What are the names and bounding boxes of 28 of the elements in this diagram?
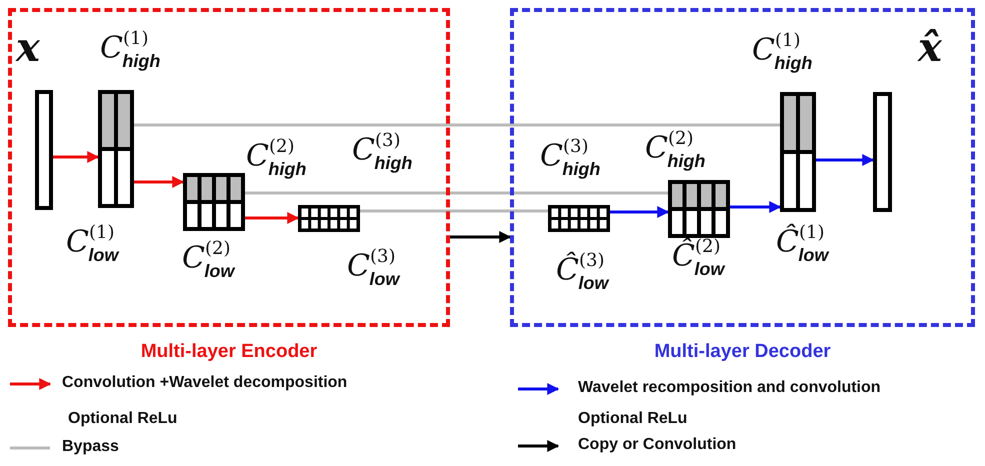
- arrow: [450, 231, 512, 243]
- legend-text: Bypass: [62, 438, 119, 456]
- arrow: [134, 176, 184, 188]
- feature-map-block: [780, 92, 816, 212]
- signal-bar: [873, 92, 892, 212]
- arrow: [816, 154, 874, 166]
- bypass-line: [245, 192, 668, 194]
- arrow: [53, 151, 100, 163]
- group-title: Multi-layer Encoder: [140, 341, 318, 363]
- feature-map-block: [183, 173, 245, 231]
- note-text: Optional ReLu: [578, 410, 688, 428]
- legend-text: Copy or Convolution: [578, 436, 736, 454]
- note-text: Optional ReLu: [68, 410, 178, 428]
- legend-text: Wavelet recomposition and convolution: [578, 379, 881, 397]
- feature-map-block: [668, 180, 730, 238]
- arrow: [730, 201, 782, 213]
- signal-symbol: x: [16, 28, 40, 68]
- legend-text: Convolution +Wavelet decomposition: [62, 374, 348, 392]
- group-title: Multi-layer Decoder: [653, 341, 832, 363]
- arrow: [610, 206, 670, 218]
- feature-map-block: [298, 205, 360, 232]
- signal-bar: [35, 90, 53, 210]
- feature-map-block: [548, 205, 610, 232]
- arrow: [245, 212, 300, 224]
- bypass-line: [134, 124, 780, 126]
- bypass-line: [360, 210, 548, 212]
- signal-symbol: x̂: [918, 28, 942, 68]
- feature-map-block: [98, 90, 134, 208]
